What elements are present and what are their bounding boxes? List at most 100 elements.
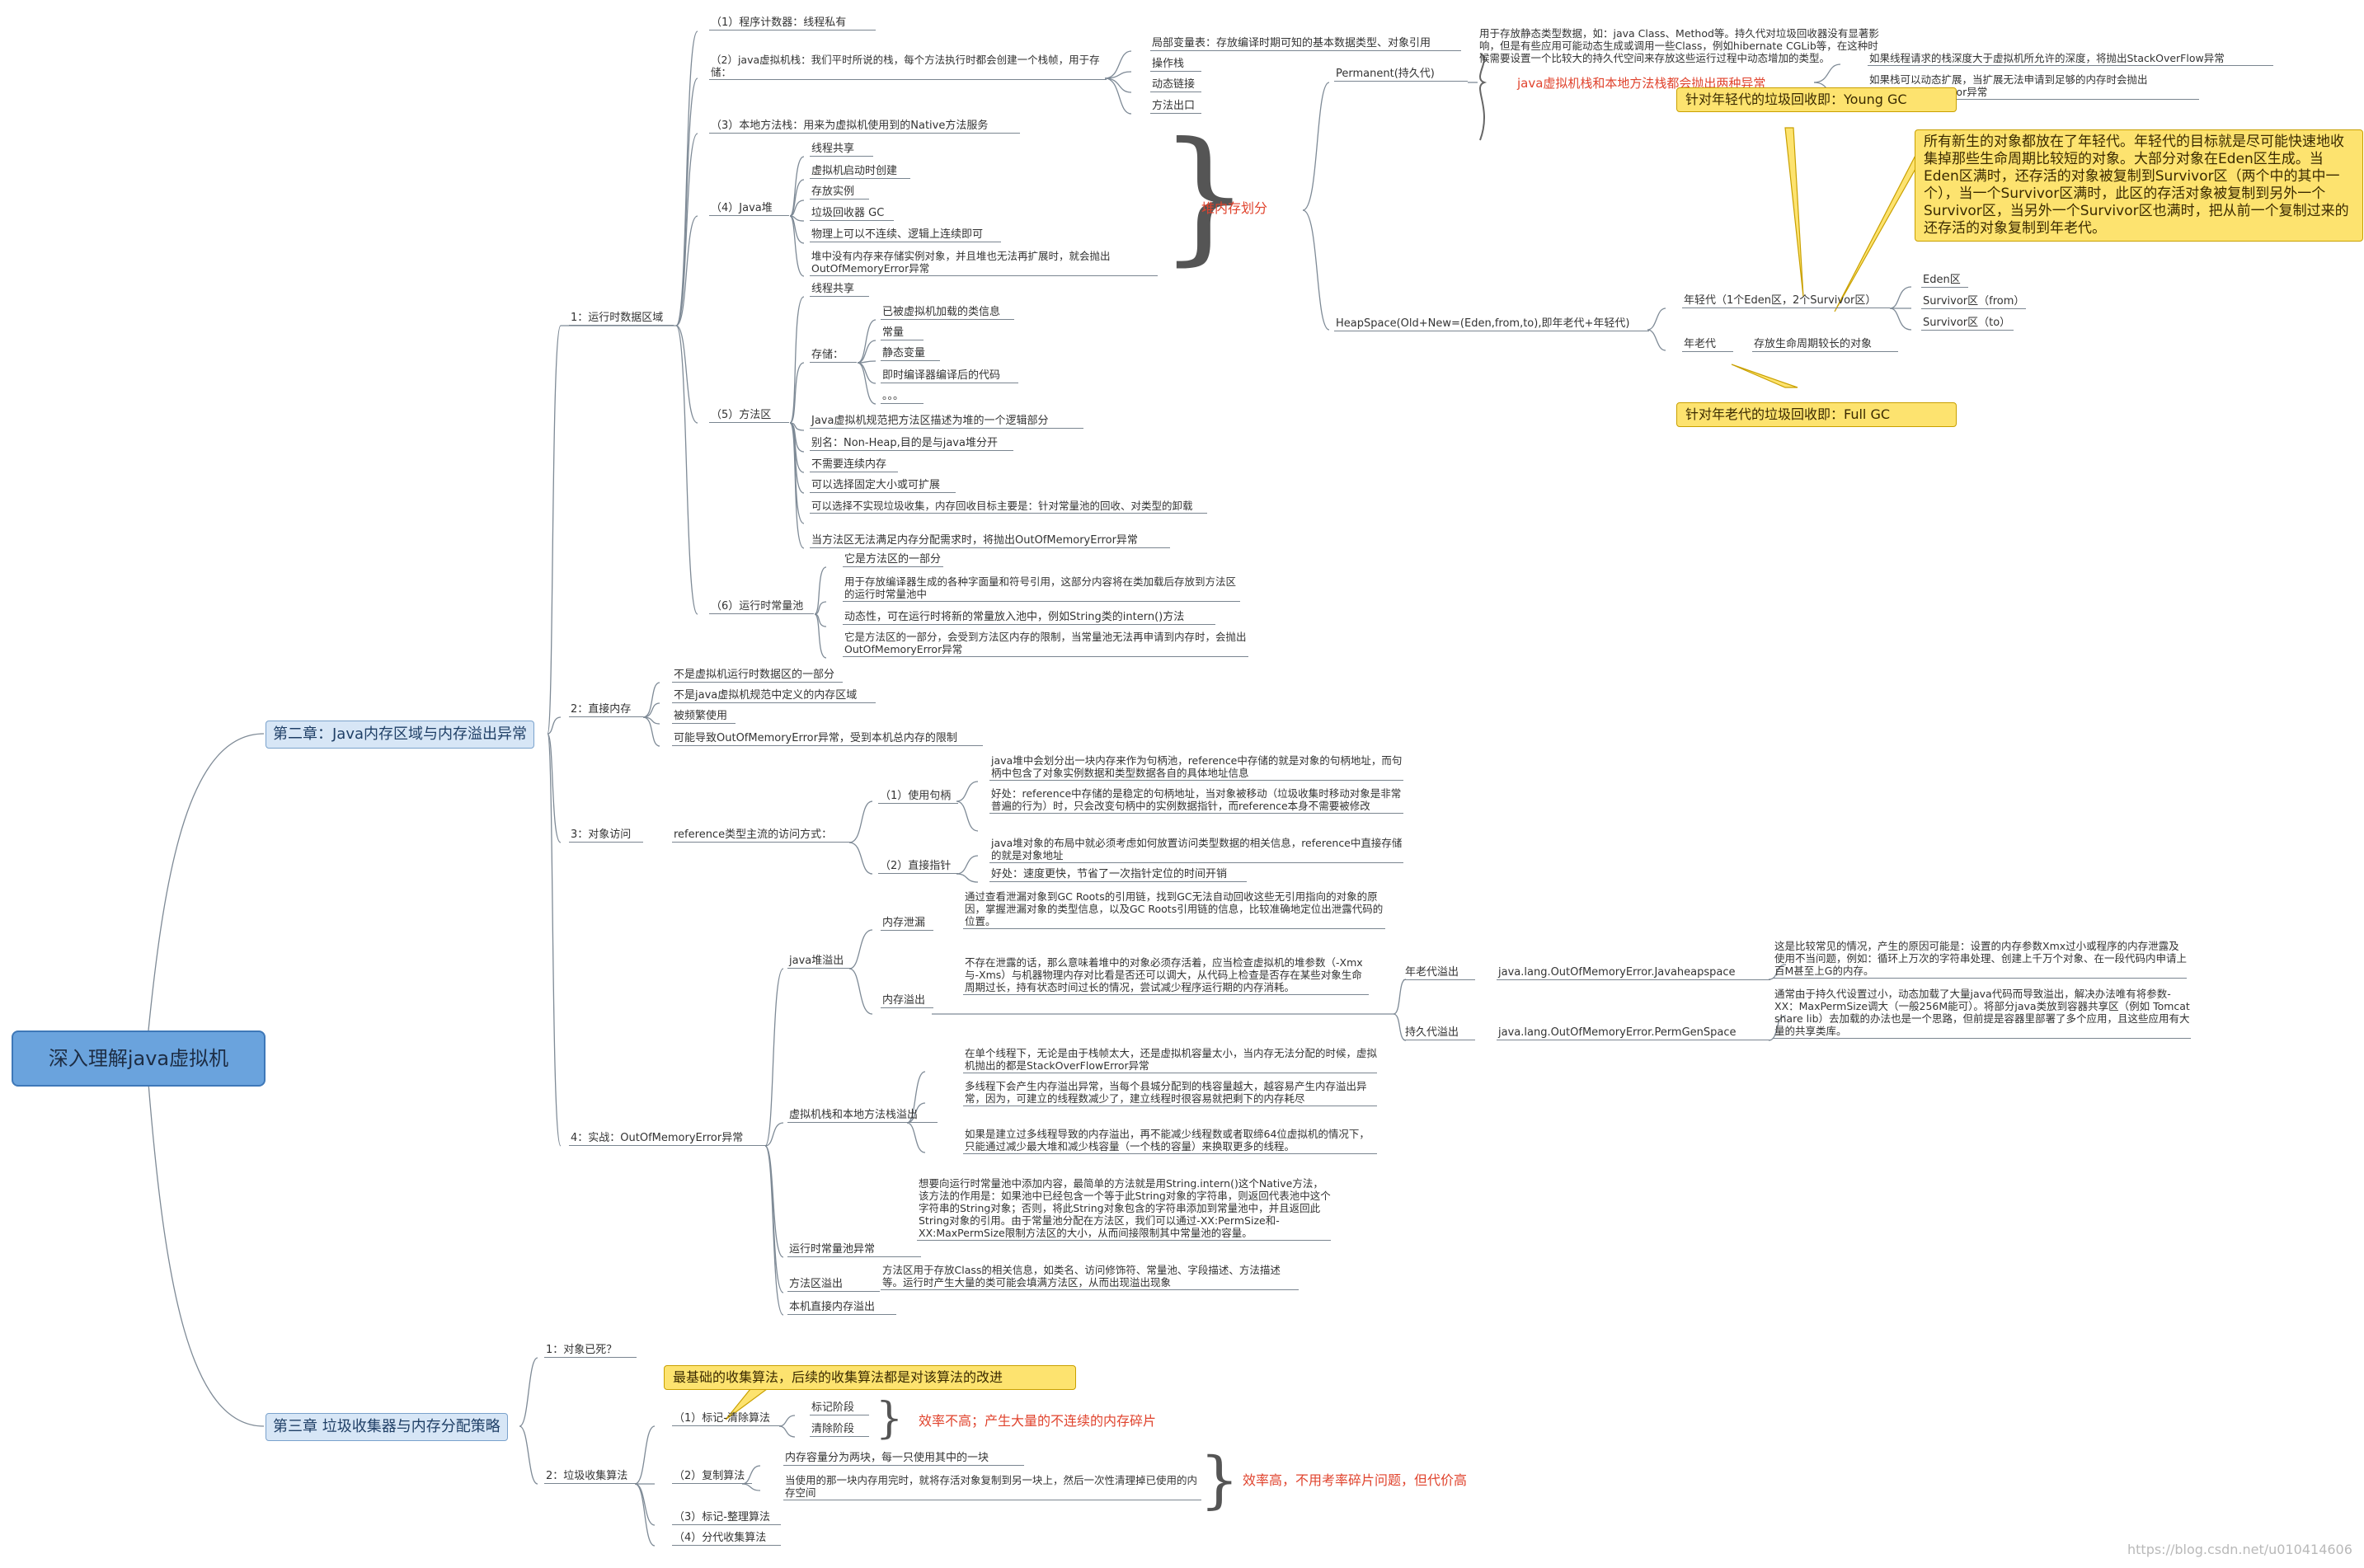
const-item[interactable]: 它是方法区的一部分 — [843, 553, 943, 567]
old-overflow-node[interactable]: 年老代溢出 — [1403, 966, 1475, 980]
old-overflow-exception[interactable]: java.lang.OutOfMemoryError.Javaheapspace — [1497, 966, 1770, 980]
const-item[interactable]: 用于存放编译器生成的各种字面量和符号引用，这部分内容将在类加载后存放到方法区的运… — [843, 575, 1240, 602]
vm-stack-overflow-item[interactable]: 如果是建立过多线程导致的内存溢出，再不能减少线程数或者取缔64位虚拟机的情况下，… — [963, 1128, 1377, 1154]
direct-pointer-advantage[interactable]: 好处：速度更快，节省了一次指针定位的时间开销 — [989, 868, 1247, 882]
method-item[interactable]: 可以选择固定大小或可扩展 — [810, 479, 956, 493]
constant-pool-exception-node[interactable]: 运行时常量池异常 — [787, 1243, 921, 1257]
object-dead-node[interactable]: 1：对象已死？ — [544, 1344, 637, 1358]
heap-item[interactable]: 物理上可以不连续、逻辑上连续即可 — [810, 228, 1001, 242]
memory-leak-node[interactable]: 内存泄漏 — [881, 917, 933, 931]
mark-sweep-item[interactable]: 清除阶段 — [810, 1423, 869, 1437]
constant-pool-exception-description[interactable]: 想要向运行时常量池中添加内容，最简单的方法就是用String.intern()这… — [917, 1177, 1331, 1241]
heap-division-brace: } — [1159, 112, 1251, 279]
copying-efficiency: 效率高，不用考率碎片问题，但代价高 — [1243, 1472, 1468, 1488]
copying-item[interactable]: 当使用的那一块内存用完时，就将存活对象复制到另一块上，然后一次性清理掉已使用的内… — [783, 1474, 1201, 1500]
heap-overflow-node[interactable]: java堆溢出 — [787, 955, 851, 969]
mark-sweep-item[interactable]: 标记阶段 — [810, 1401, 869, 1415]
method-item[interactable]: 当方法区无法满足内存分配需求时，将抛出OutOfMemoryError异常 — [810, 534, 1170, 548]
heap-item[interactable]: 堆中没有内存来存储实例对象，并且堆也无法再扩展时，就会抛出OutOfMemory… — [810, 250, 1158, 276]
store-item[interactable]: 已被虚拟机加载的类信息 — [881, 306, 1014, 320]
method-area-overflow-node[interactable]: 方法区溢出 — [787, 1278, 880, 1292]
method-item[interactable]: 不需要连续内存 — [810, 458, 898, 472]
mark-sweep-brace: } — [876, 1394, 904, 1444]
direct-pointer-description[interactable]: java堆对象的布局中就必须考虑如何放置访问类型数据的相关信息，referenc… — [989, 837, 1403, 863]
object-access-node[interactable]: 3：对象访问 — [569, 829, 643, 843]
heap-space-node[interactable]: HeapSpace(Old+New=(Eden,from,to),即年老代+年轻… — [1334, 317, 1649, 331]
const-item[interactable]: 动态性，可在运行时将新的常量放入池中，例如String类的intern()方法 — [843, 611, 1215, 625]
handle-node[interactable]: （1）使用句柄 — [878, 790, 958, 804]
heap-division-label[interactable]: 堆内存划分 — [1201, 200, 1268, 216]
perm-overflow-description[interactable]: 通常由于持久代设置过小，动态加载了大量java代码而导致溢出，解决办法唯有将参数… — [1773, 988, 2191, 1039]
old-overflow-description[interactable]: 这是比较常见的情况，产生的原因可能是：设置的内存参数Xmx过小或程序的内存泄露及… — [1773, 940, 2188, 979]
native-method-stack-node[interactable]: （3）本地方法栈：用来为虚拟机使用到的Native方法服务 — [709, 120, 1020, 134]
old-generation-node[interactable]: 年老代 — [1682, 338, 1733, 352]
const-item[interactable]: 它是方法区的一部分，会受到方法区内存的限制，当常量池无法再申请到内存时，会抛出O… — [843, 631, 1248, 657]
memory-overflow-node[interactable]: 内存溢出 — [881, 994, 933, 1008]
mark-sweep-node[interactable]: （1）标记-清除算法 — [672, 1412, 781, 1426]
runtime-data-area-node[interactable]: 1：运行时数据区域 — [569, 312, 674, 326]
generational-node[interactable]: （4）分代收集算法 — [672, 1532, 781, 1546]
permanent-generation-node[interactable]: Permanent(持久代) — [1334, 68, 1468, 82]
young-gc-note: 针对年轻代的垃圾回收即：Young GC — [1676, 87, 1957, 112]
frame-item[interactable]: 动态链接 — [1150, 78, 1201, 92]
native-memory-overflow-node[interactable]: 本机直接内存溢出 — [787, 1301, 896, 1315]
memory-overflow-description[interactable]: 不存在泄露的话，那么意味着堆中的对象必须存活着，应当检查虚拟机的堆参数（-Xmx… — [963, 956, 1369, 995]
method-store-node[interactable]: 存储： — [810, 349, 857, 363]
store-item[interactable]: 。。。 — [881, 390, 924, 404]
eden-node[interactable]: Eden区 — [1921, 274, 1968, 288]
direct-memory-node[interactable]: 2：直接内存 — [569, 703, 643, 717]
store-item[interactable]: 常量 — [881, 326, 924, 340]
handle-description[interactable]: java堆中会划分出一块内存来作为句柄池，reference中存储的就是对象的句… — [989, 754, 1403, 781]
runtime-constant-pool-node[interactable]: （6）运行时常量池 — [709, 600, 814, 614]
survivor-to-node[interactable]: Survivor区（to） — [1921, 317, 2014, 331]
vm-stack-overflow-item[interactable]: 多线程下会产生内存溢出异常，当每个县城分配到的栈容量越大，越容易产生内存溢出异常… — [963, 1080, 1377, 1106]
method-area-overflow-description[interactable]: 方法区用于存放Class的相关信息，如类名、访问修饰符、常量池、字段描述、方法描… — [881, 1264, 1299, 1290]
old-generation-description[interactable]: 存放生命周期较长的对象 — [1752, 338, 1898, 352]
heap-item[interactable]: 存放实例 — [810, 185, 869, 200]
chapter-3-node[interactable]: 第三章 垃圾收集器与内存分配策略 — [266, 1413, 508, 1441]
young-generation-node[interactable]: 年轻代（1个Eden区，2个Survivor区） — [1682, 294, 1890, 308]
chapter-2-node[interactable]: 第二章：Java内存区域与内存溢出异常 — [266, 721, 535, 749]
memory-leak-description[interactable]: 通过查看泄漏对象到GC Roots的引用链，找到GC无法自动回收这些无引用指向的… — [963, 890, 1385, 929]
method-item[interactable]: 线程共享 — [810, 283, 869, 297]
copying-node[interactable]: （2）复制算法 — [672, 1470, 752, 1484]
direct-memory-item[interactable]: 可能导致OutOfMemoryError异常，受到本机总内存的限制 — [672, 732, 983, 746]
heap-item[interactable]: 虚拟机启动时创建 — [810, 165, 910, 179]
permanent-description: 用于存放静态类型数据，如：java Class、Method等。持久代对垃圾回收… — [1479, 27, 1879, 64]
vm-stack-overflow-item[interactable]: 在单个线程下，无论是由于栈帧太大，还是虚拟机容量太小，当内存无法分配的时候，虚拟… — [963, 1047, 1378, 1073]
method-item[interactable]: 可以选择不实现垃圾收集，内存回收目标主要是：针对常量池的回收、对类型的卸载 — [810, 500, 1207, 514]
perm-overflow-node[interactable]: 持久代溢出 — [1403, 1026, 1475, 1040]
direct-memory-item[interactable]: 不是java虚拟机规范中定义的内存区域 — [672, 689, 876, 703]
reference-access-node[interactable]: reference类型主流的访问方式： — [672, 829, 851, 843]
full-gc-note: 针对年老代的垃圾回收即：Full GC — [1676, 402, 1957, 427]
copying-item[interactable]: 内存容量分为两块，每一只使用其中的一块 — [783, 1452, 1024, 1466]
vm-stack-node[interactable]: （2）java虚拟机栈：我们平时所说的栈，每个方法执行时都会创建一个栈帧，用于存… — [709, 54, 1107, 80]
vm-stack-overflow-node[interactable]: 虚拟机栈和本地方法栈溢出 — [787, 1109, 938, 1123]
method-area-node[interactable]: （5）方法区 — [709, 409, 789, 423]
oom-practice-node[interactable]: 4：实战：OutOfMemoryError异常 — [569, 1132, 767, 1146]
frame-item[interactable]: 操作栈 — [1150, 58, 1201, 72]
frame-item[interactable]: 方法出口 — [1150, 100, 1201, 114]
heap-item[interactable]: 线程共享 — [810, 143, 873, 157]
direct-memory-item[interactable]: 被频繁使用 — [672, 710, 736, 724]
direct-memory-item[interactable]: 不是虚拟机运行时数据区的一部分 — [672, 669, 843, 683]
java-heap-node[interactable]: （4）Java堆 — [709, 202, 789, 216]
mark-sweep-efficiency: 效率不高；产生大量的不连续的内存碎片 — [919, 1413, 1157, 1429]
mark-compact-node[interactable]: （3）标记-整理算法 — [672, 1511, 781, 1525]
heap-item[interactable]: 垃圾回收器 GC — [810, 207, 894, 221]
stack-exception-item[interactable]: 如果线程请求的栈深度大于虚拟机所允许的深度，将抛出StackOverFlow异常 — [1868, 52, 2273, 66]
perm-overflow-exception[interactable]: java.lang.OutOfMemoryError.PermGenSpace — [1497, 1026, 1770, 1040]
handle-advantage[interactable]: 好处：reference中存储的是稳定的句柄地址，当对象被移动（垃圾收集时移动对… — [989, 787, 1403, 814]
store-item[interactable]: 即时编译器编译后的代码 — [881, 369, 1018, 383]
store-item[interactable]: 静态变量 — [881, 347, 940, 361]
copying-brace: } — [1200, 1444, 1239, 1516]
frame-item[interactable]: 局部变量表：存放编译时期可知的基本数据类型、对象引用 — [1150, 37, 1461, 51]
method-item[interactable]: Java虚拟机规范把方法区描述为堆的一个逻辑部分 — [810, 415, 1083, 429]
gc-algorithm-node[interactable]: 2：垃圾收集算法 — [544, 1470, 637, 1484]
survivor-from-node[interactable]: Survivor区（from） — [1921, 295, 2026, 309]
direct-pointer-node[interactable]: （2）直接指针 — [878, 860, 958, 874]
method-item[interactable]: 别名：Non-Heap,目的是与java堆分开 — [810, 437, 1013, 451]
program-counter-node[interactable]: （1）程序计数器：线程私有 — [709, 16, 876, 31]
root-node[interactable]: 深入理解java虚拟机 — [12, 1030, 266, 1087]
